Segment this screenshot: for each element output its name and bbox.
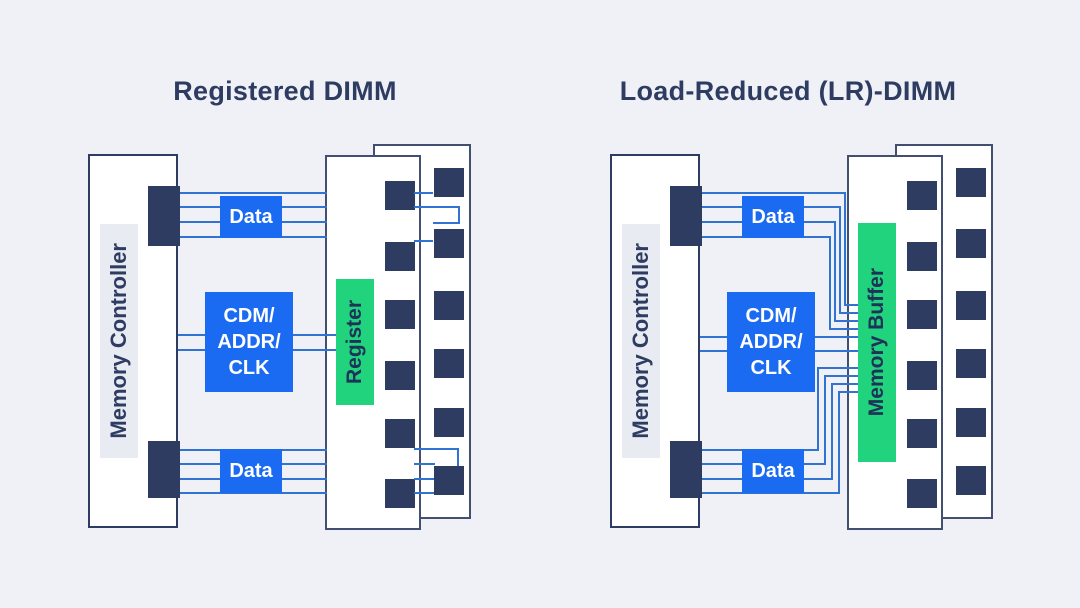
dram-chips-front xyxy=(907,0,938,608)
dram-chip xyxy=(385,300,415,329)
dram-chip xyxy=(907,181,937,210)
dram-chip xyxy=(956,168,986,197)
dram-chip xyxy=(385,361,415,390)
dram-chip xyxy=(907,300,937,329)
dram-chip xyxy=(907,419,937,448)
addr-line: ADDR/ xyxy=(217,331,281,353)
dram-chip xyxy=(907,479,937,508)
diagram-title: Registered DIMM xyxy=(173,76,397,106)
cmd-addr-clk-box: CDM/ ADDR/ CLK xyxy=(727,292,815,392)
dram-chip xyxy=(956,229,986,258)
diagram-lr-dimm: Load-Reduced (LR)-DIMM Memory Controll xyxy=(607,0,1007,608)
dram-chip xyxy=(434,229,464,258)
clk-line: CLK xyxy=(750,357,792,379)
dram-chip xyxy=(907,361,937,390)
dram-chip xyxy=(385,419,415,448)
memory-controller-strip: Memory Controller xyxy=(622,224,660,458)
dram-chips-back xyxy=(434,0,465,608)
cmd-addr-clk-box: CDM/ ADDR/ CLK xyxy=(205,292,293,392)
memory-buffer-label: Memory Buffer xyxy=(865,268,888,417)
cmd-line: CDM/ xyxy=(223,305,275,327)
controller-pin-block-bottom xyxy=(670,441,702,498)
dram-chip xyxy=(434,466,464,495)
controller-pin-block-bottom xyxy=(148,441,180,498)
register-box: Register xyxy=(336,279,374,405)
cmd-line: CDM/ xyxy=(745,305,797,327)
diagram-title: Load-Reduced (LR)-DIMM xyxy=(619,76,957,106)
memory-controller-strip: Memory Controller xyxy=(100,224,138,458)
dram-chips-back xyxy=(956,0,987,608)
dram-chip xyxy=(907,242,937,271)
dram-chip xyxy=(434,349,464,378)
dram-chip xyxy=(385,479,415,508)
dram-chip xyxy=(385,181,415,210)
dram-chip xyxy=(434,168,464,197)
data-bus-box-top: Data xyxy=(742,196,804,238)
dram-chip xyxy=(434,408,464,437)
memory-controller-label: Memory Controller xyxy=(628,243,653,439)
dram-chip xyxy=(956,291,986,320)
dram-chip xyxy=(434,291,464,320)
data-bus-box-bottom: Data xyxy=(220,449,282,493)
dram-chip xyxy=(956,408,986,437)
diagram-registered-dimm: Registered DIMM Memory Controller xyxy=(85,0,485,608)
memory-controller-label: Memory Controller xyxy=(106,243,131,439)
register-label: Register xyxy=(343,299,366,385)
controller-pin-block-top xyxy=(148,186,180,246)
dram-chip xyxy=(385,242,415,271)
dram-chips-front xyxy=(385,0,416,608)
controller-pin-block-top xyxy=(670,186,702,246)
data-bus-box-bottom: Data xyxy=(742,449,804,493)
memory-buffer-box: Memory Buffer xyxy=(858,223,896,462)
memory-controller: Memory Controller xyxy=(88,154,180,528)
dram-chip xyxy=(956,349,986,378)
data-bus-box-top: Data xyxy=(220,196,282,238)
memory-controller: Memory Controller xyxy=(610,154,702,528)
clk-line: CLK xyxy=(228,357,270,379)
addr-line: ADDR/ xyxy=(739,331,803,353)
dram-chip xyxy=(956,466,986,495)
